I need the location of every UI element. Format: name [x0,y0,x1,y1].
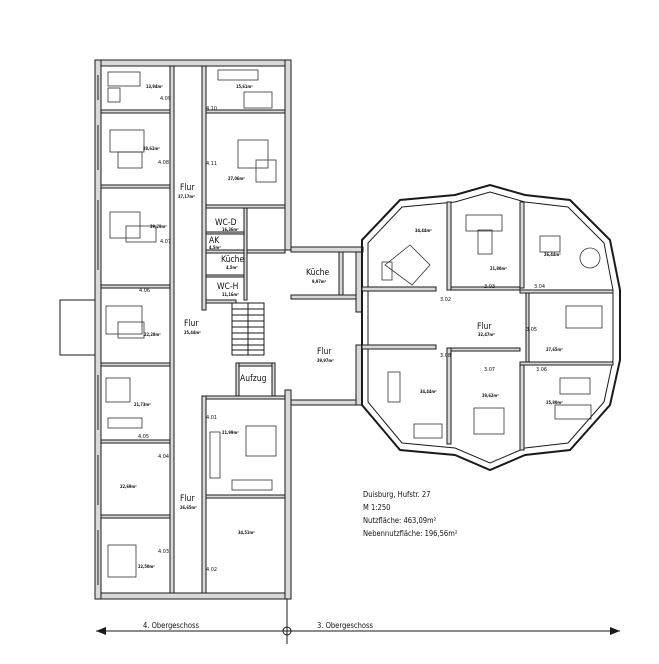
flur-east-area: 32,47m² [478,332,495,337]
floor-divider: 4. Obergeschoss 3. Obergeschoss [96,599,620,644]
wc-d-area: 16,36m² [222,227,239,232]
flur-mid-area: 25,44m² [184,330,201,335]
wc-h-name: WC-H [217,282,238,292]
aufzug-name: Aufzug [240,374,267,384]
room-number-408: 4.08 [158,160,169,166]
room-number-403: 4.03 [158,549,169,555]
room-area-404: 22,69m² [120,484,137,489]
kueche-small-name: Küche [221,255,244,265]
room-number-407: 4.07 [160,239,171,245]
room-number-401: 4.01 [206,415,217,421]
flur-north-name: Flur [180,183,195,193]
flur-center-area: 39,97m² [317,358,334,363]
wc-h-area: 11,16m² [222,292,239,297]
room-area-408: 28,61m² [143,146,160,151]
room-number-308: 3.08 [440,353,451,359]
room-area-405: 21,73m² [134,402,151,407]
floor-label-right: 3. Obergeschoss [317,621,374,630]
room-area-307: 29,62m² [482,393,499,398]
west-wing [59,59,292,600]
room-area-402: 34,51m² [238,530,255,535]
room-area-303: 21,80m² [490,266,507,271]
room-labels: 13,94m² 4.09 28,61m² 4.08 29,29m² 4.07 4… [120,84,563,573]
room-area-304: 26,44m² [544,252,561,257]
info-nebennutzflaeche: Nebennutzfläche: 196,56m² [363,529,458,538]
room-area-306: 25,80m² [546,400,563,405]
kueche-small-area: 4,5m² [226,265,238,270]
flur-east-name: Flur [477,322,492,332]
flur-center-name: Flur [317,347,332,357]
wc-d-name: WC-D [215,218,237,228]
ak-area: 4,5m² [209,245,221,250]
east-octagon [361,183,621,472]
flur-mid-name: Flur [184,319,199,329]
info-nutzflaeche: Nutzfläche: 463,09m² [363,516,437,525]
room-area-401: 21,99m² [222,430,239,435]
room-area-302: 34,44m² [415,228,432,233]
room-area-411: 27,06m² [228,176,245,181]
flur-south-area: 26,65m² [180,505,197,510]
east-furniture [381,214,603,439]
room-number-402: 4.02 [206,567,217,573]
staircase [231,302,265,356]
room-area-406: 22,28m² [144,332,161,337]
info-scale: M 1:250 [363,503,390,512]
room-area-308: 34,44m² [420,389,437,394]
room-area-410: 15,61m² [236,84,253,89]
room-number-302: 3.02 [440,297,451,303]
flur-south-name: Flur [180,494,195,504]
flur-north-area: 37,17m² [178,194,195,199]
room-number-303: 3.03 [484,284,495,290]
room-number-307: 3.07 [484,367,495,373]
floor-label-left: 4. Obergeschoss [143,621,200,630]
room-area-403: 22,50m² [138,564,155,569]
kueche-area: 9,97m² [312,279,327,284]
info-block: Duisburg, Hufstr. 27 M 1:250 Nutzfläche:… [363,490,458,538]
west-furniture [105,69,277,578]
room-number-411: 4.11 [206,161,217,167]
room-number-304: 3.04 [534,284,545,290]
room-number-305: 3.05 [526,327,537,333]
room-number-410: 4.10 [206,106,217,112]
room-area-409: 13,94m² [146,84,163,89]
room-number-409: 4.09 [160,96,171,102]
room-number-306: 3.06 [536,367,547,373]
room-number-405: 4.05 [138,434,149,440]
room-number-406: 4.06 [139,288,150,294]
kueche-name: Küche [306,268,329,278]
room-area-407: 29,29m² [150,224,167,229]
ak-name: AK [209,236,220,246]
room-number-404: 4.04 [158,454,169,460]
info-address: Duisburg, Hufstr. 27 [363,490,430,499]
room-area-305: 27,65m² [546,347,563,352]
